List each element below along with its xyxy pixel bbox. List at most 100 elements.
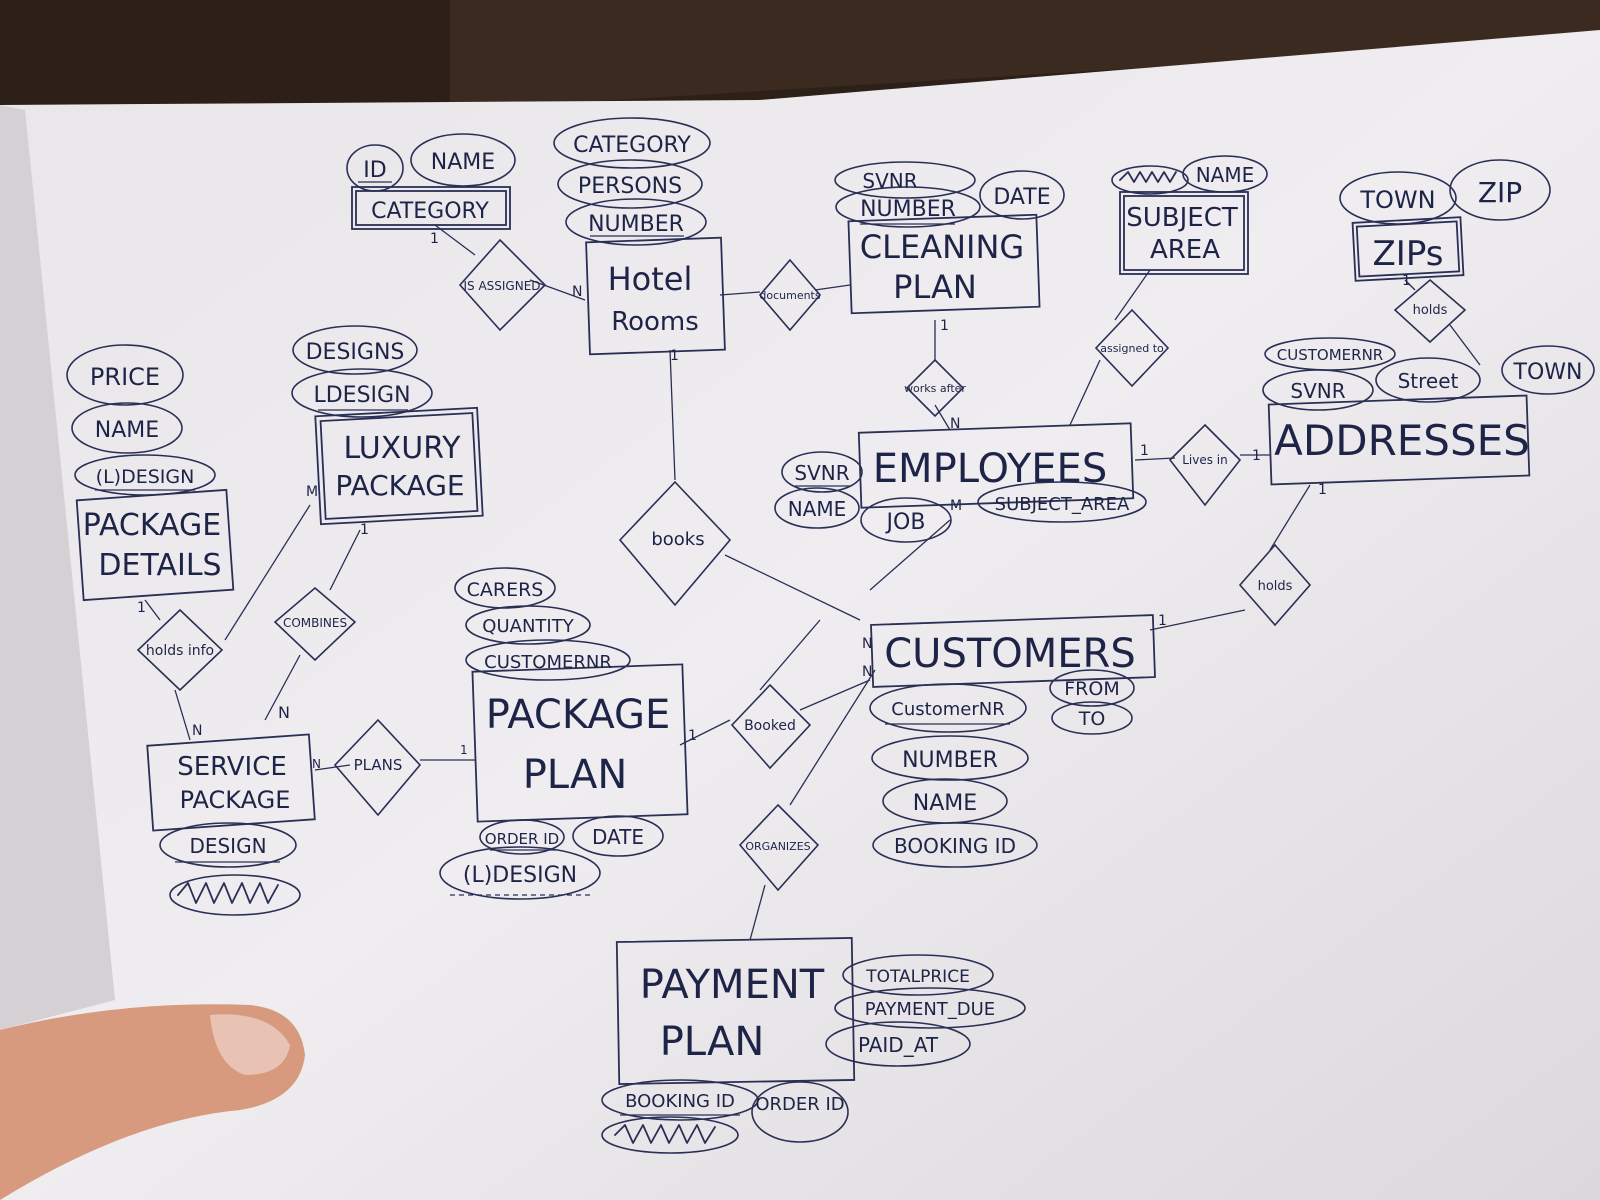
attr-subject-name: NAME: [1182, 155, 1268, 193]
rel-booked: Booked: [730, 683, 812, 770]
attr-cleaning-date: DATE: [979, 170, 1065, 220]
rel-is-assigned: IS ASSIGNED: [458, 238, 547, 332]
svg-text:PRICE: PRICE: [90, 363, 160, 391]
attr-employees-job: JOB: [860, 497, 952, 543]
attr-zips-zip: ZIP: [1449, 159, 1551, 221]
attr-cleaning-svnr: SVNR: [834, 161, 976, 199]
connector-lines: [144, 224, 1481, 941]
svg-text:1: 1: [460, 743, 468, 757]
attr-payment-paid: PAID_AT: [825, 1021, 971, 1067]
svg-text:1: 1: [1318, 482, 1327, 498]
attr-payment-bookingid: BOOKING ID: [601, 1079, 759, 1121]
entity-package-details-line2: DETAILS: [98, 548, 221, 583]
svg-text:books: books: [651, 529, 704, 550]
entity-hotel-rooms: Hotel Rooms: [585, 236, 726, 356]
svg-text:works after: works after: [904, 382, 966, 395]
svg-text:ZIP: ZIP: [1478, 176, 1522, 209]
svg-text:N: N: [950, 416, 960, 432]
attr-rooms-persons: PERSONS: [557, 159, 703, 209]
entity-package-plan-line1: PACKAGE: [486, 692, 671, 738]
svg-text:1: 1: [688, 728, 697, 744]
svg-text:ORGANIZES: ORGANIZES: [745, 840, 810, 853]
attr-cleaning-number: NUMBER: [835, 186, 981, 228]
entity-cleaning-plan-line1: CLEANING: [860, 228, 1024, 266]
rel-plans: PLANS: [333, 718, 422, 817]
entity-addresses: ADDRESSES: [1267, 394, 1531, 486]
svg-text:TOWN: TOWN: [1513, 360, 1583, 385]
svg-text:NUMBER: NUMBER: [860, 197, 956, 222]
svg-text:NAME: NAME: [788, 497, 847, 521]
entity-category-label: CATEGORY: [371, 199, 489, 224]
attr-pkgplan-date: DATE: [572, 815, 664, 857]
rel-combines: COMBINES: [273, 586, 357, 662]
attr-customers-name: NAME: [882, 778, 1008, 824]
attr-customers-customernr: CustomerNR: [869, 683, 1027, 733]
rel-holds-address: holds: [1238, 543, 1312, 627]
svg-text:SVNR: SVNR: [794, 461, 849, 485]
attr-customers-number: NUMBER: [871, 735, 1029, 781]
attr-payment-scribble: [601, 1116, 739, 1154]
attr-category-id: ID: [346, 144, 404, 192]
svg-text:PLANS: PLANS: [354, 756, 403, 774]
entity-hotel-rooms-line1: Hotel: [608, 260, 693, 298]
svg-text:TOTALPRICE: TOTALPRICE: [865, 967, 970, 987]
svg-text:ORDER ID: ORDER ID: [485, 830, 559, 848]
svg-text:M: M: [306, 484, 318, 500]
paper-fold: [0, 105, 115, 1030]
svg-text:N: N: [862, 664, 872, 680]
svg-text:CustomerNR: CustomerNR: [891, 699, 1004, 720]
svg-text:CUSTOMERNR: CUSTOMERNR: [484, 652, 612, 673]
entity-subject-area-line1: SUBJECT: [1126, 203, 1238, 233]
attr-pkgplan-design: (L)DESIGN: [439, 846, 601, 900]
attr-addresses-street: Street: [1375, 357, 1481, 403]
entity-luxury-package-line2: PACKAGE: [335, 469, 464, 502]
svg-text:DESIGN: DESIGN: [189, 834, 266, 858]
entity-luxury-package-line1: LUXURY: [344, 431, 462, 466]
svg-text:DATE: DATE: [592, 825, 644, 849]
attr-pkgplan-orderid: ORDER ID: [479, 819, 565, 855]
entity-zips: ZIPs: [1351, 216, 1465, 282]
attr-luxury-ldesign: LDESIGN: [291, 368, 433, 418]
thumbnail: [210, 1014, 290, 1075]
svg-text:ORDER ID: ORDER ID: [755, 1094, 844, 1115]
attr-rooms-number: NUMBER: [565, 198, 707, 246]
rel-holds-zip: holds: [1393, 278, 1467, 344]
svg-text:LDESIGN: LDESIGN: [313, 383, 410, 408]
svg-text:QUANTITY: QUANTITY: [482, 616, 574, 637]
svg-text:1: 1: [1402, 273, 1411, 289]
attr-zips-town: TOWN: [1339, 171, 1457, 225]
svg-text:(L)DESIGN: (L)DESIGN: [463, 863, 577, 888]
entity-service-package-line1: SERVICE: [177, 752, 287, 782]
attr-details-design: (L)DESIGN: [74, 454, 216, 496]
svg-text:TOWN: TOWN: [1359, 186, 1435, 214]
svg-text:Lives in: Lives in: [1182, 453, 1228, 467]
svg-text:NAME: NAME: [1196, 163, 1255, 187]
svg-text:1: 1: [1158, 613, 1167, 629]
svg-text:CARERS: CARERS: [467, 579, 544, 601]
rel-lives-in: Lives in: [1168, 423, 1242, 507]
attr-subject-scribble: [1111, 165, 1189, 195]
entity-package-details-line1: PACKAGE: [83, 508, 221, 543]
svg-text:holds: holds: [1258, 579, 1293, 594]
svg-text:1: 1: [940, 318, 949, 334]
svg-text:1: 1: [360, 522, 369, 538]
svg-text:N: N: [572, 284, 582, 300]
svg-text:FROM: FROM: [1064, 678, 1119, 700]
entity-addresses-label: ADDRESSES: [1274, 416, 1530, 465]
svg-text:DESIGNS: DESIGNS: [306, 340, 405, 365]
rel-books: books: [618, 480, 732, 607]
svg-text:NAME: NAME: [431, 150, 495, 175]
attr-employees-name: NAME: [774, 487, 860, 529]
rel-documents: documents: [758, 258, 822, 332]
svg-text:(L)DESIGN: (L)DESIGN: [96, 466, 195, 488]
svg-text:CATEGORY: CATEGORY: [573, 133, 691, 158]
svg-text:assigned to: assigned to: [1100, 342, 1164, 355]
entity-hotel-rooms-line2: Rooms: [611, 307, 699, 337]
svg-text:holds info: holds info: [146, 643, 214, 659]
svg-text:TO: TO: [1078, 708, 1106, 730]
entity-luxury-package: LUXURY PACKAGE: [314, 406, 484, 526]
svg-text:NAME: NAME: [913, 791, 977, 816]
attr-addresses-svnr: SVNR: [1262, 369, 1374, 411]
entity-payment-plan: PAYMENT PLAN: [615, 937, 856, 1085]
svg-text:documents: documents: [759, 289, 820, 302]
